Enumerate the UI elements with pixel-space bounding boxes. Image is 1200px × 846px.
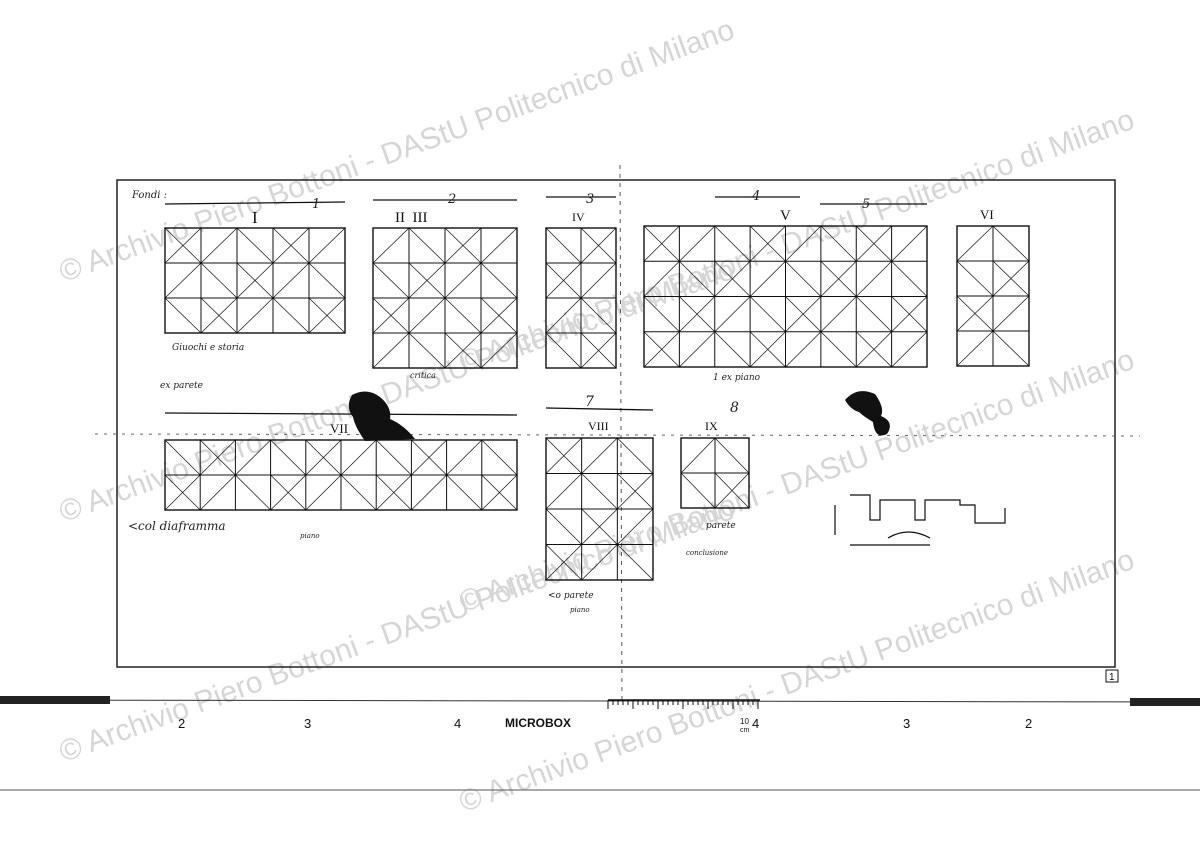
panel-grid: [643, 225, 928, 368]
scale-unit: cm: [740, 727, 750, 734]
panel-grid: [164, 439, 518, 511]
panel-numeral-IX: IX: [705, 419, 718, 433]
group-number-1: 1: [312, 197, 320, 212]
panel-grid: [545, 437, 654, 581]
panel-numeral-VI: VI: [980, 207, 994, 222]
scale-tick-right-4: 4: [752, 716, 759, 731]
scale-tick-right-2: 2: [1025, 716, 1032, 731]
scale-tick-left-4: 4: [454, 716, 461, 731]
note-piano: piano: [300, 532, 320, 540]
group-number-4: 4: [751, 189, 760, 204]
panel-numeral-I: I: [252, 208, 258, 227]
panel-grid: [164, 227, 346, 334]
watermark-text: © Archivio Piero Bottoni - DAStU Politec…: [55, 13, 739, 289]
panel-caption-VIII: <o parete: [548, 591, 594, 601]
scale-tick-right-3: 3: [903, 716, 910, 731]
watermark-text: © Archivio Piero Bottoni - DAStU Politec…: [55, 253, 739, 529]
scale-tick-left-2: 2: [178, 716, 185, 731]
group-arrows: [164, 196, 927, 416]
panel-caption-V: 1 ex piano: [713, 373, 761, 383]
group-number-3: 3: [586, 192, 594, 207]
note-conclusione: conclusione: [686, 549, 728, 557]
page-number-box: [1105, 669, 1119, 683]
panel-caption-IX: parete: [706, 521, 736, 531]
ink-stain: [348, 391, 890, 441]
panel-numeral-IV: IV: [572, 210, 585, 224]
corner-note: Fondi :: [131, 190, 167, 201]
panel-numeral-VII: VII: [330, 421, 348, 436]
panel-numeral-V: V: [780, 208, 791, 224]
panel-grid: [680, 437, 750, 509]
fold-line: [619, 164, 623, 701]
watermark-layer: © Archivio Piero Bottoni - DAStU Politec…: [55, 13, 1139, 819]
panel-caption-VII: <col diaframma: [128, 519, 226, 533]
fold-line-horizontal: [94, 433, 1141, 437]
panel-grid: [545, 227, 617, 369]
panel-grid: [372, 227, 518, 369]
panel-caption-I: Giuochi e storia: [172, 343, 244, 353]
group-number-8: 8: [730, 400, 739, 416]
microfilm-scale-bar: [0, 696, 1200, 791]
panel-caption-II-III: critica: [410, 371, 436, 380]
panel-grids: [164, 225, 1030, 581]
note-parete: ex parete: [160, 381, 203, 391]
panel-numeral-II-III: II III: [395, 210, 427, 226]
scale-unit-value: 10: [740, 717, 749, 726]
panel-grid: [956, 225, 1030, 367]
group-number-7: 7: [585, 394, 594, 410]
group-number-5: 5: [862, 197, 870, 212]
drawing-frame: [116, 179, 1116, 668]
note-piano-mid: piano: [570, 606, 590, 614]
scale-tick-left-3: 3: [304, 716, 311, 731]
floor-plan-sketch: [834, 494, 1006, 546]
panel-numeral-VIII: VIII: [588, 419, 609, 433]
page-number: 1: [1109, 672, 1115, 683]
scale-brand-label: MICROBOX: [505, 716, 571, 730]
group-number-2: 2: [447, 192, 456, 207]
